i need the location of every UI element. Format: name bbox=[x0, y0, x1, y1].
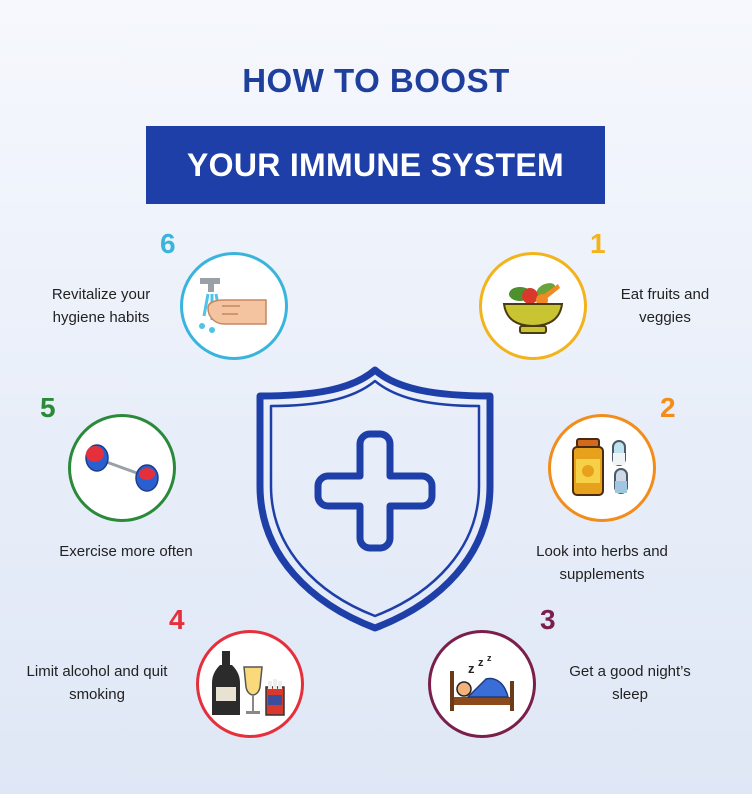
handwashing-icon bbox=[194, 276, 274, 336]
banner: YOUR IMMUNE SYSTEM bbox=[146, 126, 605, 204]
salad-bowl-icon bbox=[498, 276, 568, 336]
alcohol-cigarettes-icon bbox=[212, 649, 288, 719]
shield-icon bbox=[252, 366, 498, 634]
step-5-label: Exercise more often bbox=[59, 543, 193, 560]
step-4-number: 4 bbox=[169, 604, 185, 635]
step-2-label: Look into herbs and supplements bbox=[536, 543, 668, 583]
step-1-circle bbox=[479, 252, 587, 360]
step-5-circle bbox=[68, 414, 176, 522]
step-1-number: 1 bbox=[590, 228, 606, 259]
svg-text:z: z bbox=[468, 661, 475, 676]
step-2-circle bbox=[548, 414, 656, 522]
svg-text:z: z bbox=[487, 653, 492, 663]
cross-icon bbox=[314, 430, 436, 552]
step-2-number: 2 bbox=[660, 392, 676, 423]
step-4-label: Limit alcohol and quit smoking bbox=[26, 663, 168, 703]
dumbbell-icon bbox=[81, 438, 163, 498]
step-6-number: 6 bbox=[160, 228, 176, 259]
step-1-label: Eat fruits and veggies bbox=[620, 286, 710, 326]
step-6-circle bbox=[180, 252, 288, 360]
step-5-number: 5 bbox=[40, 392, 56, 423]
step-6-label: Revitalize your hygiene habits bbox=[51, 286, 151, 326]
step-4-circle bbox=[196, 630, 304, 738]
step-3-circle: z z z bbox=[428, 630, 536, 738]
sleeping-bed-icon: z z z bbox=[446, 653, 518, 715]
step-3-number: 3 bbox=[540, 604, 556, 635]
step-3-label: Get a good night’s sleep bbox=[569, 663, 691, 703]
banner-text: YOUR IMMUNE SYSTEM bbox=[187, 146, 564, 183]
supplements-icon bbox=[567, 433, 637, 503]
title: HOW TO BOOST bbox=[242, 62, 510, 99]
svg-text:z: z bbox=[478, 657, 484, 669]
